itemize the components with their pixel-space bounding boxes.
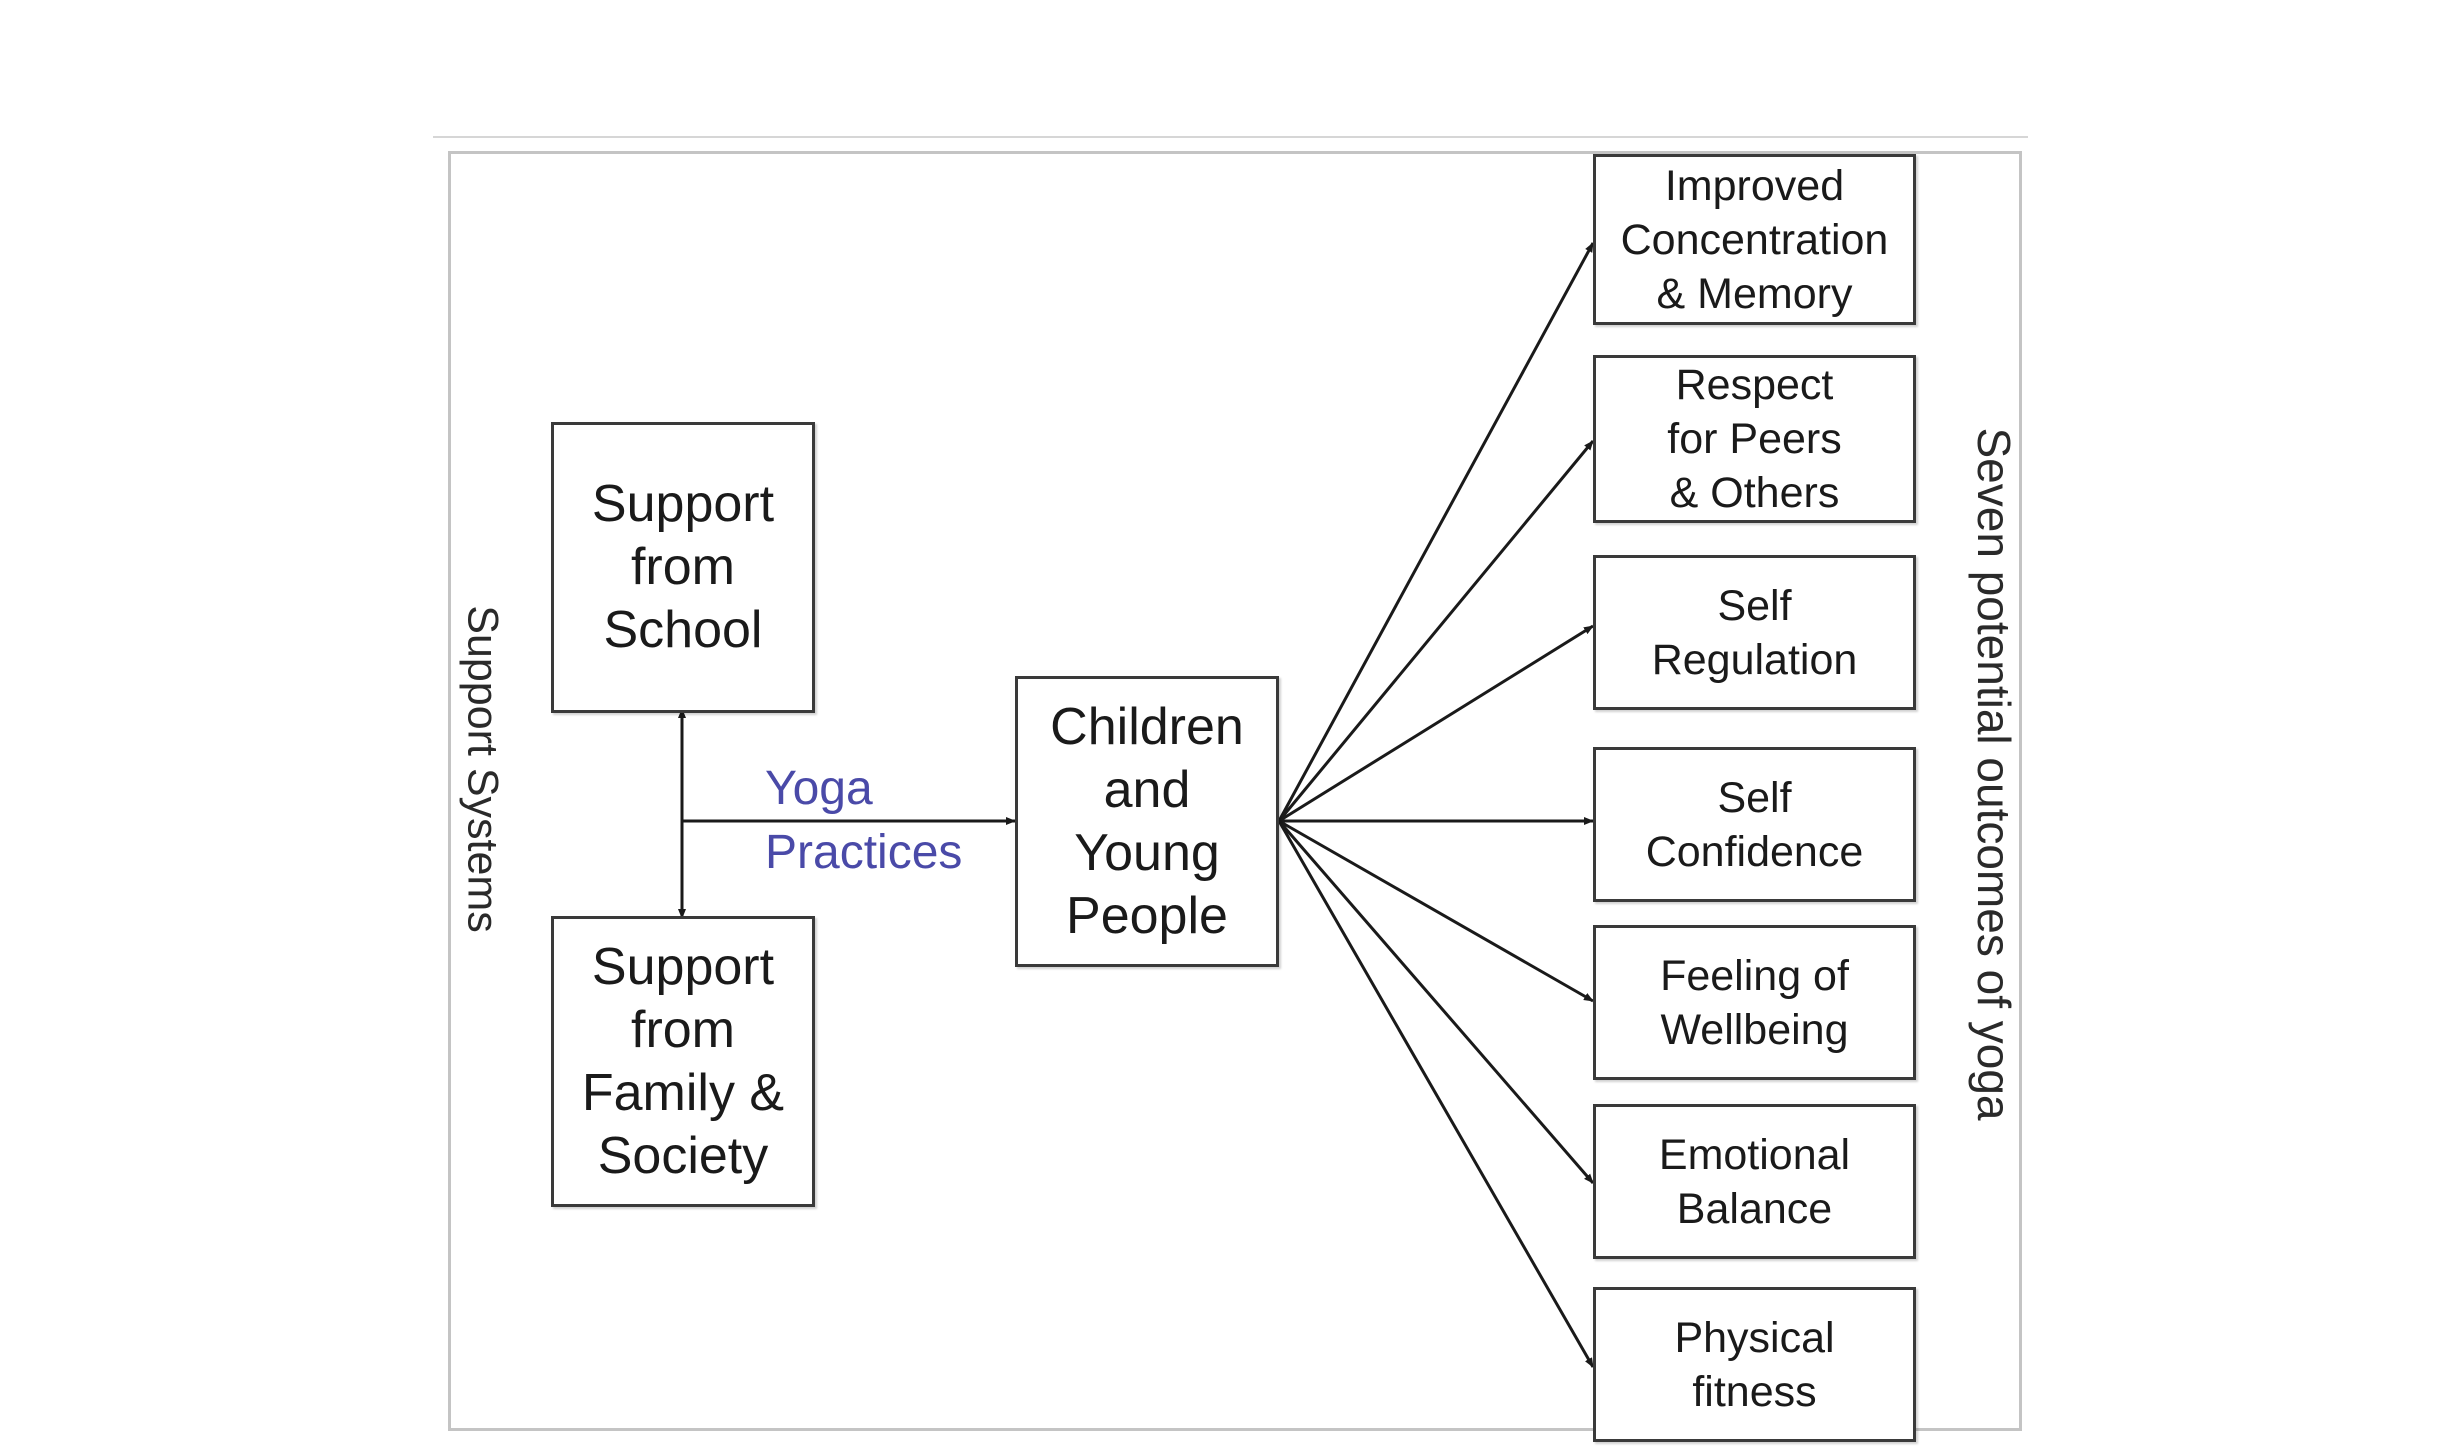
yoga-practices-label: Yoga Practices [765, 762, 963, 879]
outcome-wellbeing-box: Feeling of Wellbeing [1593, 925, 1916, 1080]
arrow-to-physical-fitness [1277, 820, 1595, 1368]
arrow-to-respect [1277, 440, 1595, 822]
arrow-to-self-regulation [1278, 624, 1594, 823]
outcome-self-regulation-box: Self Regulation [1593, 555, 1916, 710]
arrow-to-wellbeing [1278, 819, 1594, 1003]
outcome-physical-fitness-box: Physical fitness [1593, 1287, 1916, 1442]
outcome-self-confidence-label: Self Confidence [1645, 773, 1864, 876]
outcome-emotional-balance-label: Emotional Balance [1658, 1130, 1851, 1233]
arrow-to-emotional-balance [1277, 820, 1595, 1184]
outcome-self-confidence-box: Self Confidence [1593, 747, 1916, 902]
children-young-people-label: Children and Young People [1050, 697, 1244, 945]
outcome-respect-box: Respect for Peers & Others [1593, 355, 1916, 523]
support-from-school-label: Support from School [591, 475, 775, 659]
support-systems-label: Support Systems [458, 605, 507, 933]
outcome-wellbeing-label: Feeling of Wellbeing [1660, 951, 1849, 1054]
top-divider [433, 136, 2028, 138]
outcome-physical-fitness-label: Physical fitness [1674, 1313, 1835, 1416]
support-from-school-box: Support from School [551, 422, 815, 713]
outcome-arrows [1277, 242, 1595, 1368]
support-from-family-box: Support from Family & Society [551, 916, 815, 1207]
outcome-concentration-box: Improved Concentration & Memory [1593, 154, 1916, 325]
arrow-to-concentration [1277, 242, 1595, 822]
support-from-family-label: Support from Family & Society [581, 937, 785, 1185]
diagram-frame [448, 151, 2022, 1431]
outcome-concentration-label: Improved Concentration & Memory [1620, 161, 1889, 318]
children-young-people-box: Children and Young People [1015, 676, 1279, 967]
outcomes-heading: Seven potential outcomes of yoga [1968, 427, 2020, 1121]
outcome-emotional-balance-box: Emotional Balance [1593, 1104, 1916, 1259]
outcome-respect-label: Respect for Peers & Others [1667, 361, 1842, 517]
outcome-self-regulation-label: Self Regulation [1651, 581, 1858, 684]
